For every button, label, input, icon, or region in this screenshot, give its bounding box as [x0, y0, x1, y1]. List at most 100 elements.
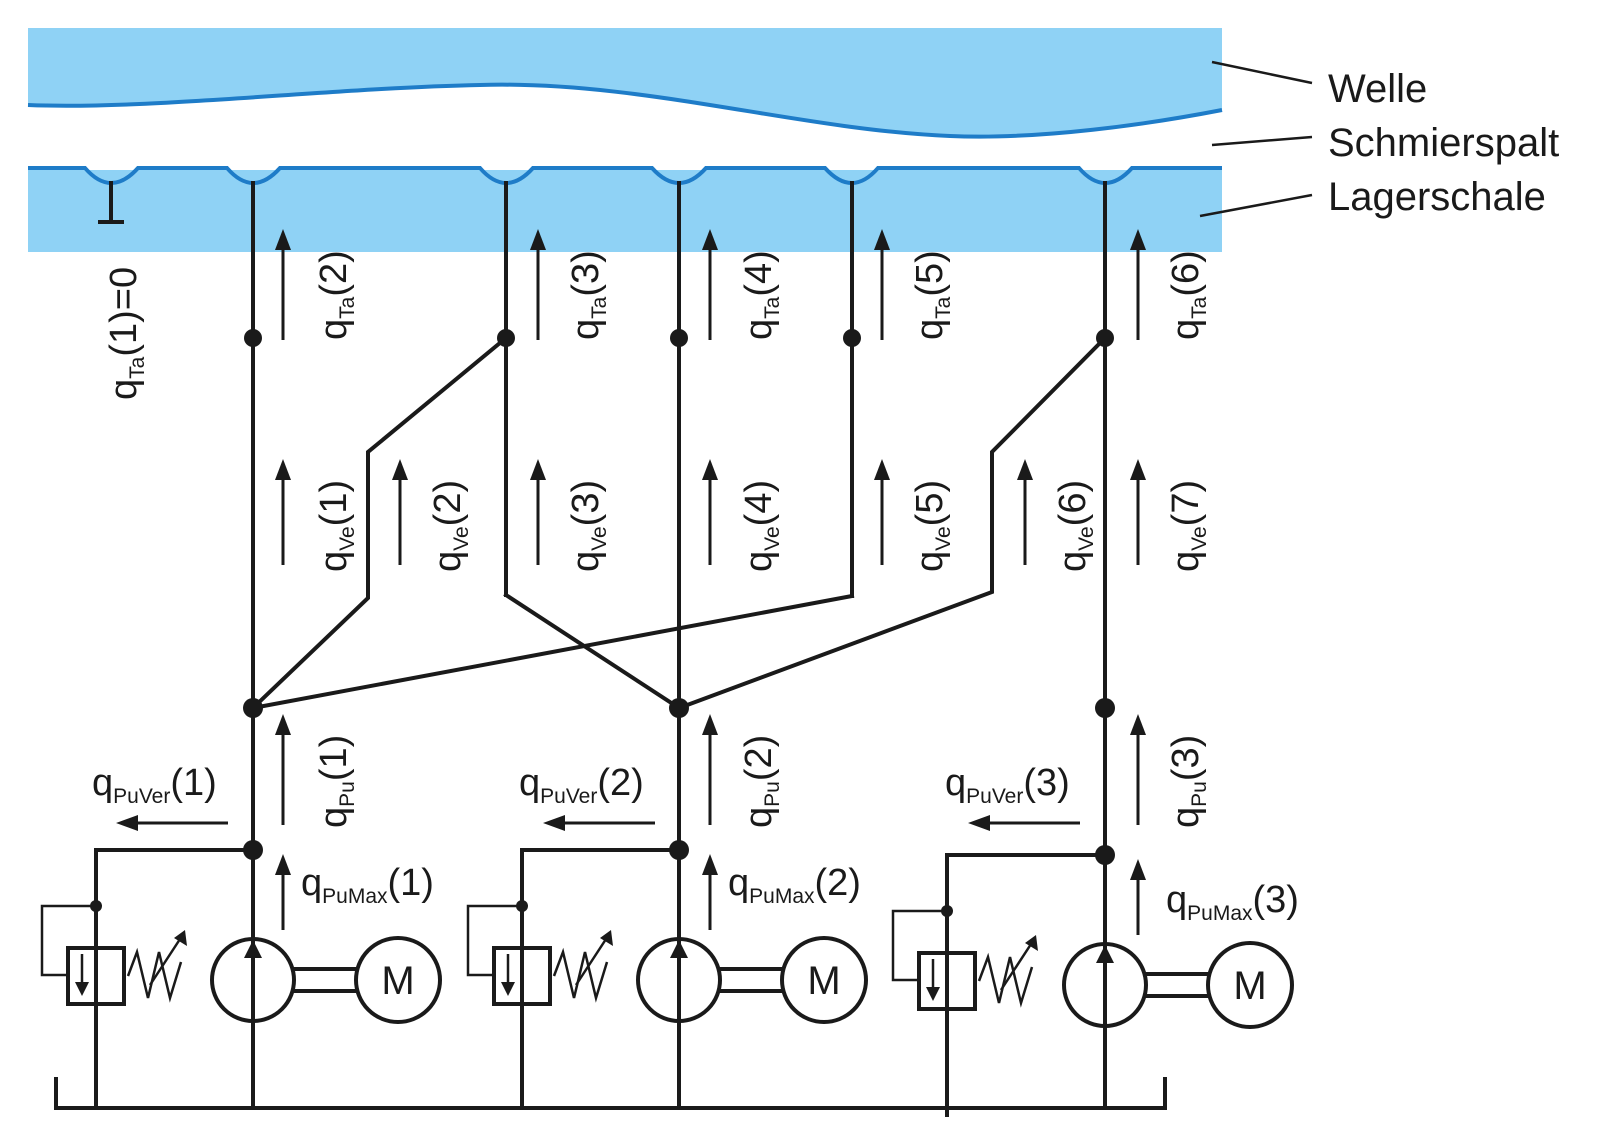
flow-subscript: PuMax [749, 885, 815, 908]
flow-index: (3) [1023, 762, 1069, 804]
label-qpu-3: qPu(3) [1165, 735, 1211, 828]
flow-subscript: Ta [1188, 296, 1211, 319]
label-qpuver-2: qPuVer(2) [519, 762, 644, 808]
flow-symbol: q [738, 807, 780, 828]
flow-arrow-head [874, 229, 890, 250]
label-qpuver-1: qPuVer(1) [92, 762, 217, 808]
flow-arrow-head [275, 229, 291, 250]
flow-index: (2) [427, 480, 469, 526]
flow-symbol: q [909, 319, 951, 340]
flow-symbol: q [945, 762, 966, 804]
relief-valve-spring [977, 952, 1034, 1008]
flow-label: qVe(2) [427, 480, 473, 572]
flow-label: qTa(3) [565, 250, 611, 340]
relief-valve-spring [552, 947, 609, 1003]
shell-callout-line [1199, 193, 1313, 218]
shaft-edge [27, 82, 1223, 139]
flow-index: (4) [738, 250, 780, 296]
flow-label: qPu(1) [313, 735, 359, 828]
pump-triangle [670, 940, 688, 958]
flow-label: qVe(6) [1052, 480, 1098, 572]
flow-subscript: PuVer [540, 785, 597, 808]
flow-label: qTa(5) [909, 250, 955, 340]
flow-symbol: q [565, 551, 607, 572]
label-qpumax-1: qPuMax(1) [301, 862, 434, 908]
tank-line [54, 1077, 1167, 1110]
label-qpumax-2: qPuMax(2) [728, 862, 861, 908]
shaft-body [28, 28, 1222, 137]
flow-label: qTa(2) [313, 250, 359, 340]
label-qta-5: qTa(5) [909, 250, 955, 340]
label-shell: Lagerschale [1328, 175, 1546, 219]
flow-symbol: q [1165, 551, 1207, 572]
flow-symbol: q [1166, 879, 1187, 921]
flow-symbol: q [519, 762, 540, 804]
motor-label: M [381, 959, 414, 1003]
flow-symbol: q [1052, 551, 1094, 572]
label-qve-1: qVe(1) [313, 480, 359, 572]
junction-dots [90, 329, 1115, 917]
flow-symbol: q [313, 807, 355, 828]
flow-index: (2) [815, 862, 861, 904]
flow-symbol: q [1165, 807, 1207, 828]
label-qta-1: qTa(1)=0 [103, 267, 149, 400]
junction-dot [244, 329, 262, 347]
flow-subscript: Ve [1075, 526, 1098, 551]
flow-subscript: Ve [588, 526, 611, 551]
distribution-line-ve2 [250, 335, 509, 711]
flow-symbol: q [92, 762, 113, 804]
flow-index: (1) [313, 735, 355, 781]
flow-subscript: Ve [450, 526, 473, 551]
flow-arrow-head [543, 815, 565, 831]
flow-index: (1) [313, 480, 355, 526]
flow-subscript: Pu [761, 781, 784, 807]
flow-symbol: q [313, 319, 355, 340]
flow-index: (2) [597, 762, 643, 804]
flow-label: qTa(4) [738, 250, 784, 340]
bearing-shell-edge [28, 166, 1222, 185]
flow-symbol: q [909, 551, 951, 572]
flow-index: (3) [1165, 735, 1207, 781]
relief-valve-adjust-head [600, 930, 613, 946]
relief-valve [492, 946, 552, 1006]
junction-dot [669, 698, 689, 718]
flow-symbol: q [1165, 319, 1207, 340]
flow-symbol: q [728, 862, 749, 904]
label-qta-2: qTa(2) [313, 250, 359, 340]
flow-index: (3) [565, 480, 607, 526]
label-qve-3: qVe(3) [565, 480, 611, 572]
label-qve-7: qVe(7) [1165, 480, 1211, 572]
flow-label: qPu(2) [738, 735, 784, 828]
relief-valve-line [94, 848, 255, 1107]
relief-valve-adjust-head [1025, 935, 1038, 951]
relief-valve [66, 946, 126, 1006]
flow-symbol: q [738, 551, 780, 572]
flow-subscript: Ta [588, 296, 611, 319]
flow-index: (3) [565, 250, 607, 296]
flow-symbol: q [103, 379, 145, 400]
flow-symbol: q [427, 551, 469, 572]
label-qpumax-3: qPuMax(3) [1166, 879, 1299, 925]
flow-subscript: Ta [126, 356, 149, 379]
relief-valve-adjust [148, 935, 184, 986]
flow-index: (5) [909, 250, 951, 296]
pump-symbol [210, 937, 296, 1023]
motor-symbol [780, 936, 868, 1024]
shaft-callout-line [1211, 60, 1313, 85]
pump-unit-1: M [40, 848, 442, 1107]
flow-label: qVe(7) [1165, 480, 1211, 572]
flow-subscript: Ve [761, 526, 784, 551]
flow-arrow-head [702, 229, 718, 250]
gap-callout-line [1211, 135, 1313, 147]
flow-index: (6) [1052, 480, 1094, 526]
motor-label: M [1233, 964, 1266, 1008]
flow-subscript: Ta [336, 296, 359, 319]
flow-arrow-head [1130, 459, 1146, 480]
flow-index: (1) [170, 762, 216, 804]
flow-index: (7) [1165, 480, 1207, 526]
flow-arrow-head [1130, 714, 1146, 735]
flow-arrow-head [116, 815, 138, 831]
relief-valve-spring [126, 947, 183, 1003]
label-qve-6: qVe(6) [1052, 480, 1098, 572]
